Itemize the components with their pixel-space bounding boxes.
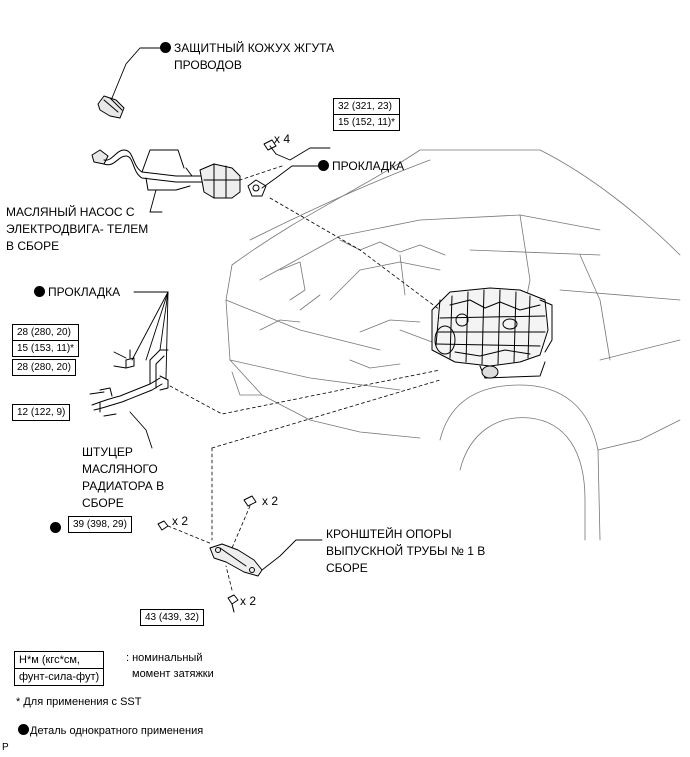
gasket-top-part [247, 179, 267, 197]
harness-cover-part [97, 95, 125, 119]
single-use-mark-icon [18, 724, 29, 735]
pump-bolt-torque-1: 32 (321, 23) [338, 101, 392, 112]
single-use-text: Деталь однократного применения [30, 725, 204, 737]
bracket-bolt-torque-box: 43 (439, 32) [140, 609, 204, 626]
oil-pump-part [91, 149, 241, 199]
union-a-torque-1: 28 (280, 20) [17, 327, 71, 338]
bracket-nut-torque-box: 39 (398, 29) [68, 516, 132, 533]
gasket-left-text: ПРОКЛАДКА [48, 285, 121, 299]
cooler-union-part [91, 349, 169, 417]
pump-bolt-torque-2: 15 (152, 11)* [334, 114, 400, 130]
single-use-mark-icon [160, 42, 171, 53]
corner-mark: P [2, 742, 9, 753]
single-use-mark-icon [318, 160, 329, 171]
unit-line-2: фунт-сила-фут) [15, 668, 104, 685]
guide-lines [167, 165, 441, 591]
torque-unit-legend-box: Н*м (кгс*см, фунт-сила-фут) [14, 651, 105, 686]
gasket-top-label: ПРОКЛАДКА [318, 158, 404, 175]
bracket-bolt-qty: x 2 [240, 594, 257, 608]
bracket-part [157, 495, 263, 613]
transmission [431, 287, 553, 379]
single-use-legend: Деталь однократного применения [18, 723, 203, 740]
unit-desc-2: момент затяжки [132, 668, 214, 680]
union-b-torque-box: 28 (280, 20) [12, 359, 76, 376]
single-use-mark-icon [50, 522, 61, 533]
unit-desc-1: : номинальный [126, 652, 203, 664]
oil-pump-label: МАСЛЯНЫЙ НАСОС С ЭЛЕКТРОДВИГА- ТЕЛЕМ В С… [6, 205, 149, 253]
cooler-union-label: ШТУЦЕР МАСЛЯНОГО РАДИАТОРА В СБОРЕ [82, 445, 165, 510]
bracket-label: КРОНШТЕЙН ОПОРЫ ВЫПУСКНОЙ ТРУБЫ № 1 В СБ… [326, 527, 486, 575]
bracket-stud-qty: x 2 [262, 494, 279, 508]
harness-cover-text: ЗАЩИТНЫЙ КОЖУХ ЖГУТА ПРОВОДОВ [174, 41, 335, 72]
union-a-torque-2: 15 (153, 11)* [13, 340, 79, 356]
union-a-torque-box: 28 (280, 20) 15 (153, 11)* [12, 324, 80, 357]
pump-bolt-part [263, 139, 277, 155]
bracket-nut-qty: x 2 [172, 514, 189, 528]
gasket-left-label: ПРОКЛАДКА [34, 284, 120, 301]
single-use-mark-icon [34, 286, 45, 297]
unit-line-1: Н*м (кгс*см, [19, 654, 80, 666]
vehicle-outline [225, 149, 681, 541]
sst-note: * Для применения с SST [16, 696, 142, 708]
leader-lines [89, 47, 331, 571]
pump-bolt-qty: x 4 [274, 132, 291, 146]
harness-cover-label: ЗАЩИТНЫЙ КОЖУХ ЖГУТА ПРОВОДОВ [160, 40, 374, 74]
union-c-torque-box: 12 (122, 9) [12, 404, 71, 421]
gasket-top-text: ПРОКЛАДКА [332, 159, 405, 173]
pump-bolt-torque-box: 32 (321, 23) 15 (152, 11)* [333, 98, 401, 131]
